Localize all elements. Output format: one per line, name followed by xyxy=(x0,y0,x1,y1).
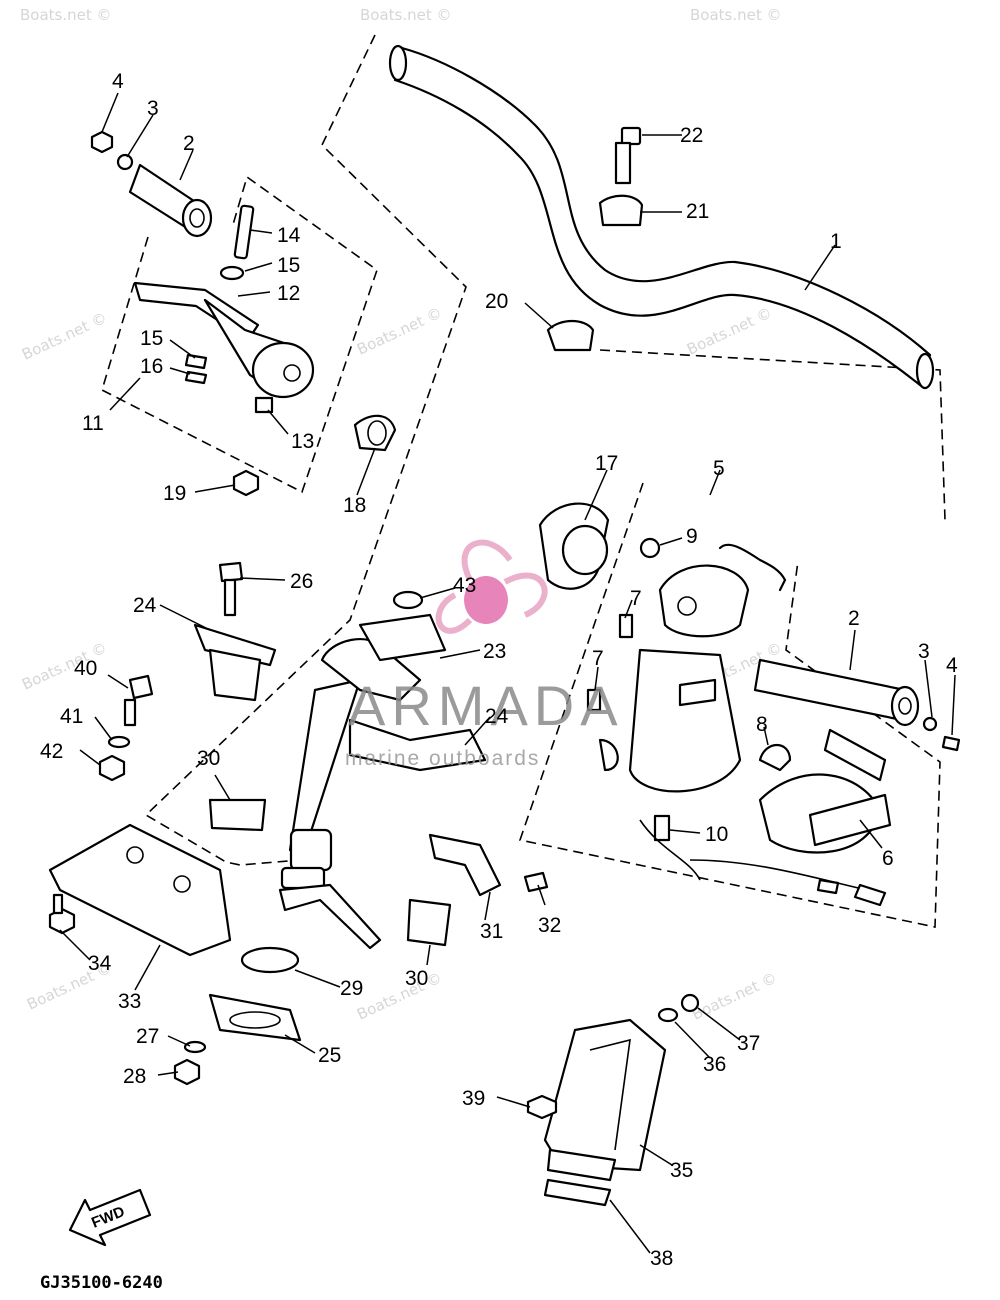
watermark-text: Boats.net © xyxy=(690,6,782,24)
callout-label: 39 xyxy=(462,1087,485,1110)
callout-label: 4 xyxy=(946,654,958,677)
callout-label: 20 xyxy=(485,290,508,313)
callout-label: 43 xyxy=(453,574,476,597)
callout-label: 21 xyxy=(686,200,709,223)
watermark-text: Boats.net © xyxy=(19,309,110,364)
callout-label: 9 xyxy=(686,525,698,548)
handlebar-clamps xyxy=(546,126,644,352)
callout-label: 3 xyxy=(147,97,159,120)
callout-label: 32 xyxy=(538,914,561,937)
callout-label: 10 xyxy=(705,823,728,846)
callout-label: 15 xyxy=(140,327,163,350)
callout-label: 17 xyxy=(595,452,618,475)
armada-brand-name: ARMADA xyxy=(348,674,624,737)
callout-label: 5 xyxy=(713,457,725,480)
watermark-text: Boats.net © xyxy=(354,304,445,359)
callout-label: 28 xyxy=(123,1065,146,1088)
callout-label: 41 xyxy=(60,705,83,728)
callout-label: 37 xyxy=(737,1032,760,1055)
callout-label: 24 xyxy=(485,705,509,728)
callout-label: 3 xyxy=(918,640,930,663)
callout-label: 22 xyxy=(680,124,703,147)
armada-logo: ARMADA marine outboards xyxy=(345,539,624,770)
handlebar-assembly-outline xyxy=(144,34,467,866)
callout-label: 31 xyxy=(480,920,503,943)
callout-label: 36 xyxy=(703,1053,726,1076)
switch-assembly-outline xyxy=(518,482,941,928)
callout-label: 4 xyxy=(112,70,124,93)
callout-label: 6 xyxy=(882,847,894,870)
callout-label: 33 xyxy=(118,990,141,1013)
lever-assembly-outline xyxy=(101,175,378,494)
callout-label: 11 xyxy=(82,412,104,435)
armada-tagline: marine outboards xyxy=(345,747,540,770)
callout-label: 8 xyxy=(756,713,768,736)
watermark-text: Boats.net © xyxy=(689,969,780,1024)
fwd-arrow-icon: FWD xyxy=(68,1188,152,1247)
callout-label: 14 xyxy=(277,224,301,247)
diagram-code: GJ35100-6240 xyxy=(40,1273,163,1293)
callout-label: 15 xyxy=(277,254,300,277)
callout-label: 24 xyxy=(133,594,157,617)
callout-label: 23 xyxy=(483,640,506,663)
callout-label: 16 xyxy=(140,355,163,378)
callout-label: 34 xyxy=(88,952,112,975)
callout-label: 40 xyxy=(74,657,97,680)
switch-assembly xyxy=(538,502,961,907)
callout-label: 42 xyxy=(40,740,63,763)
callout-label: 27 xyxy=(136,1025,159,1048)
callout-label: 7 xyxy=(592,647,604,670)
grip-outline xyxy=(599,349,946,521)
callout-label: 30 xyxy=(405,967,428,990)
callout-label: 19 xyxy=(163,482,186,505)
lower-cover-group xyxy=(526,993,700,1207)
callout-label: 2 xyxy=(183,132,195,155)
watermark-text: Boats.net © xyxy=(354,969,445,1024)
callout-label: 2 xyxy=(848,607,860,630)
leader-lines xyxy=(59,92,956,1254)
watermark-text: Boats.net © xyxy=(360,6,452,24)
callout-label: 12 xyxy=(277,282,300,305)
assembly-outlines xyxy=(101,34,946,928)
left-grip-group xyxy=(90,130,397,497)
callouts: 1 2 3 4 5 6 7 7 8 9 10 11 12 13 14 15 15… xyxy=(40,70,958,1270)
callout-label: 13 xyxy=(291,430,314,453)
callout-label: 26 xyxy=(290,570,313,593)
callout-label: 38 xyxy=(650,1247,673,1270)
callout-label: 29 xyxy=(340,977,363,1000)
callout-label: 7 xyxy=(630,587,642,610)
callout-label: 25 xyxy=(318,1044,341,1067)
callout-label: 18 xyxy=(343,494,366,517)
callout-label: 35 xyxy=(670,1159,693,1182)
watermark-text: Boats.net © xyxy=(684,304,775,359)
watermark-text: Boats.net © xyxy=(20,6,112,24)
callout-label: 1 xyxy=(830,230,842,253)
callout-label: 30 xyxy=(197,747,220,770)
handlebar xyxy=(388,44,935,390)
steering-column-group xyxy=(48,561,549,1086)
